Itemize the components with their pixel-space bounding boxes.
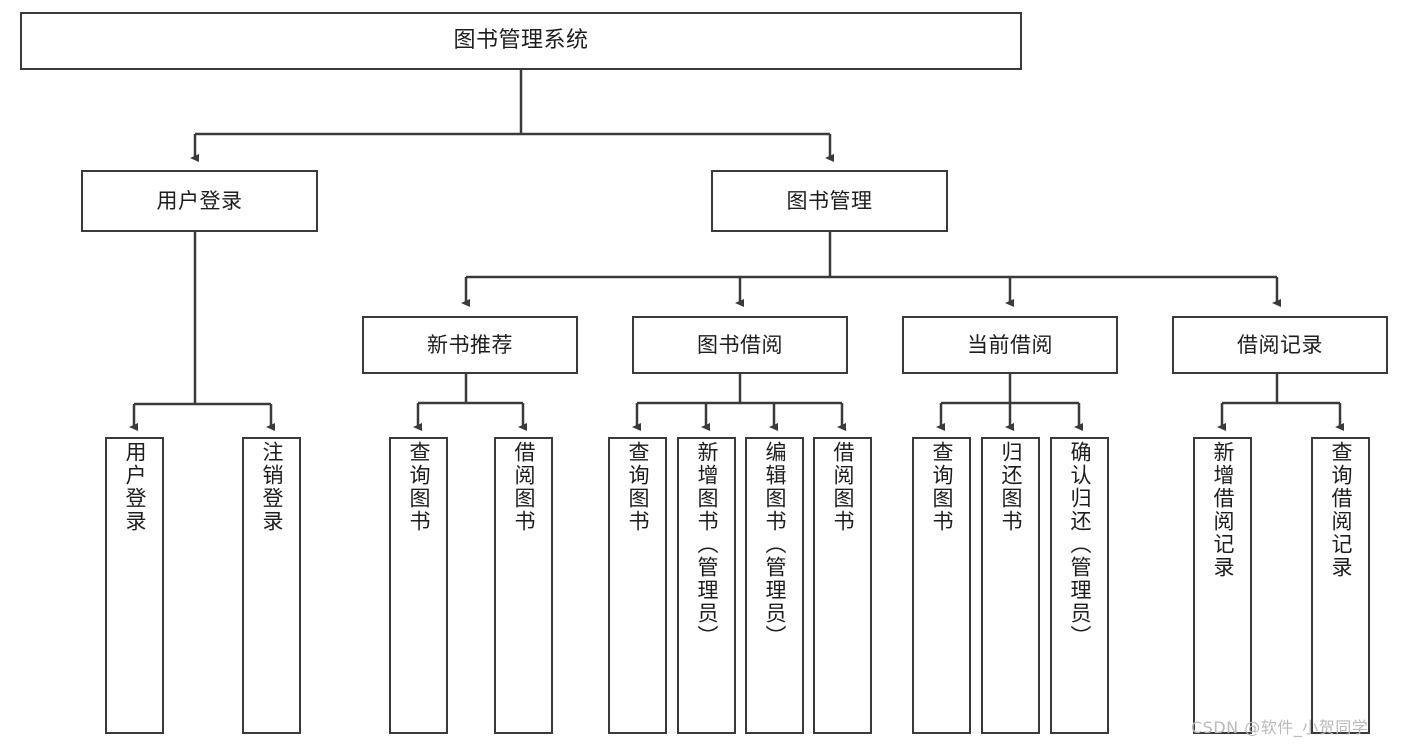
- node-new-book-recommend[interactable]: 新书推荐: [362, 316, 578, 374]
- node-label: 图书管理系统: [453, 28, 589, 54]
- node-leaf-borrow-book-1[interactable]: 借阅图书: [494, 437, 553, 734]
- node-label: 查询借阅记录: [1329, 441, 1353, 579]
- node-leaf-logout-login[interactable]: 注销登录: [242, 437, 301, 734]
- node-leaf-edit-book-admin[interactable]: 编辑图书（管理员）: [745, 437, 804, 734]
- node-label: 确认归还（管理员）: [1068, 441, 1092, 648]
- node-leaf-query-borrow-record[interactable]: 查询借阅记录: [1311, 437, 1370, 734]
- node-book-manage[interactable]: 图书管理: [711, 170, 948, 232]
- node-label: 借阅图书: [831, 441, 855, 533]
- node-label: 当前借阅: [967, 332, 1053, 357]
- node-leaf-add-book-admin[interactable]: 新增图书（管理员）: [677, 437, 736, 734]
- node-label: 用户登录: [123, 441, 147, 533]
- node-label: 查询图书: [407, 441, 431, 533]
- node-leaf-query-book-2[interactable]: 查询图书: [608, 437, 667, 734]
- node-label: 图书管理: [786, 188, 873, 213]
- node-borrow-record[interactable]: 借阅记录: [1172, 316, 1388, 374]
- node-root-system[interactable]: 图书管理系统: [20, 12, 1022, 70]
- node-label: 借阅图书: [512, 441, 536, 533]
- node-label: 新书推荐: [427, 332, 513, 357]
- node-label: 新增图书（管理员）: [695, 441, 719, 648]
- node-leaf-query-book-3[interactable]: 查询图书: [912, 437, 971, 734]
- node-leaf-confirm-return-admin[interactable]: 确认归还（管理员）: [1050, 437, 1109, 734]
- node-current-borrow[interactable]: 当前借阅: [902, 316, 1118, 374]
- node-leaf-borrow-book-2[interactable]: 借阅图书: [813, 437, 872, 734]
- node-label: 编辑图书（管理员）: [763, 441, 787, 648]
- node-label: 用户登录: [156, 188, 243, 213]
- node-label: 查询图书: [626, 441, 650, 533]
- node-leaf-query-book-1[interactable]: 查询图书: [389, 437, 448, 734]
- node-label: 图书借阅: [697, 332, 783, 357]
- node-leaf-return-book[interactable]: 归还图书: [981, 437, 1040, 734]
- node-label: 查询图书: [930, 441, 954, 533]
- node-label: 注销登录: [260, 441, 284, 533]
- node-leaf-add-borrow-record[interactable]: 新增借阅记录: [1193, 437, 1252, 734]
- node-label: 归还图书: [999, 441, 1023, 533]
- node-label: 新增借阅记录: [1211, 441, 1235, 579]
- node-label: 借阅记录: [1237, 332, 1323, 357]
- node-book-borrow[interactable]: 图书借阅: [632, 316, 848, 374]
- node-leaf-user-login[interactable]: 用户登录: [105, 437, 164, 734]
- node-user-login[interactable]: 用户登录: [81, 170, 318, 232]
